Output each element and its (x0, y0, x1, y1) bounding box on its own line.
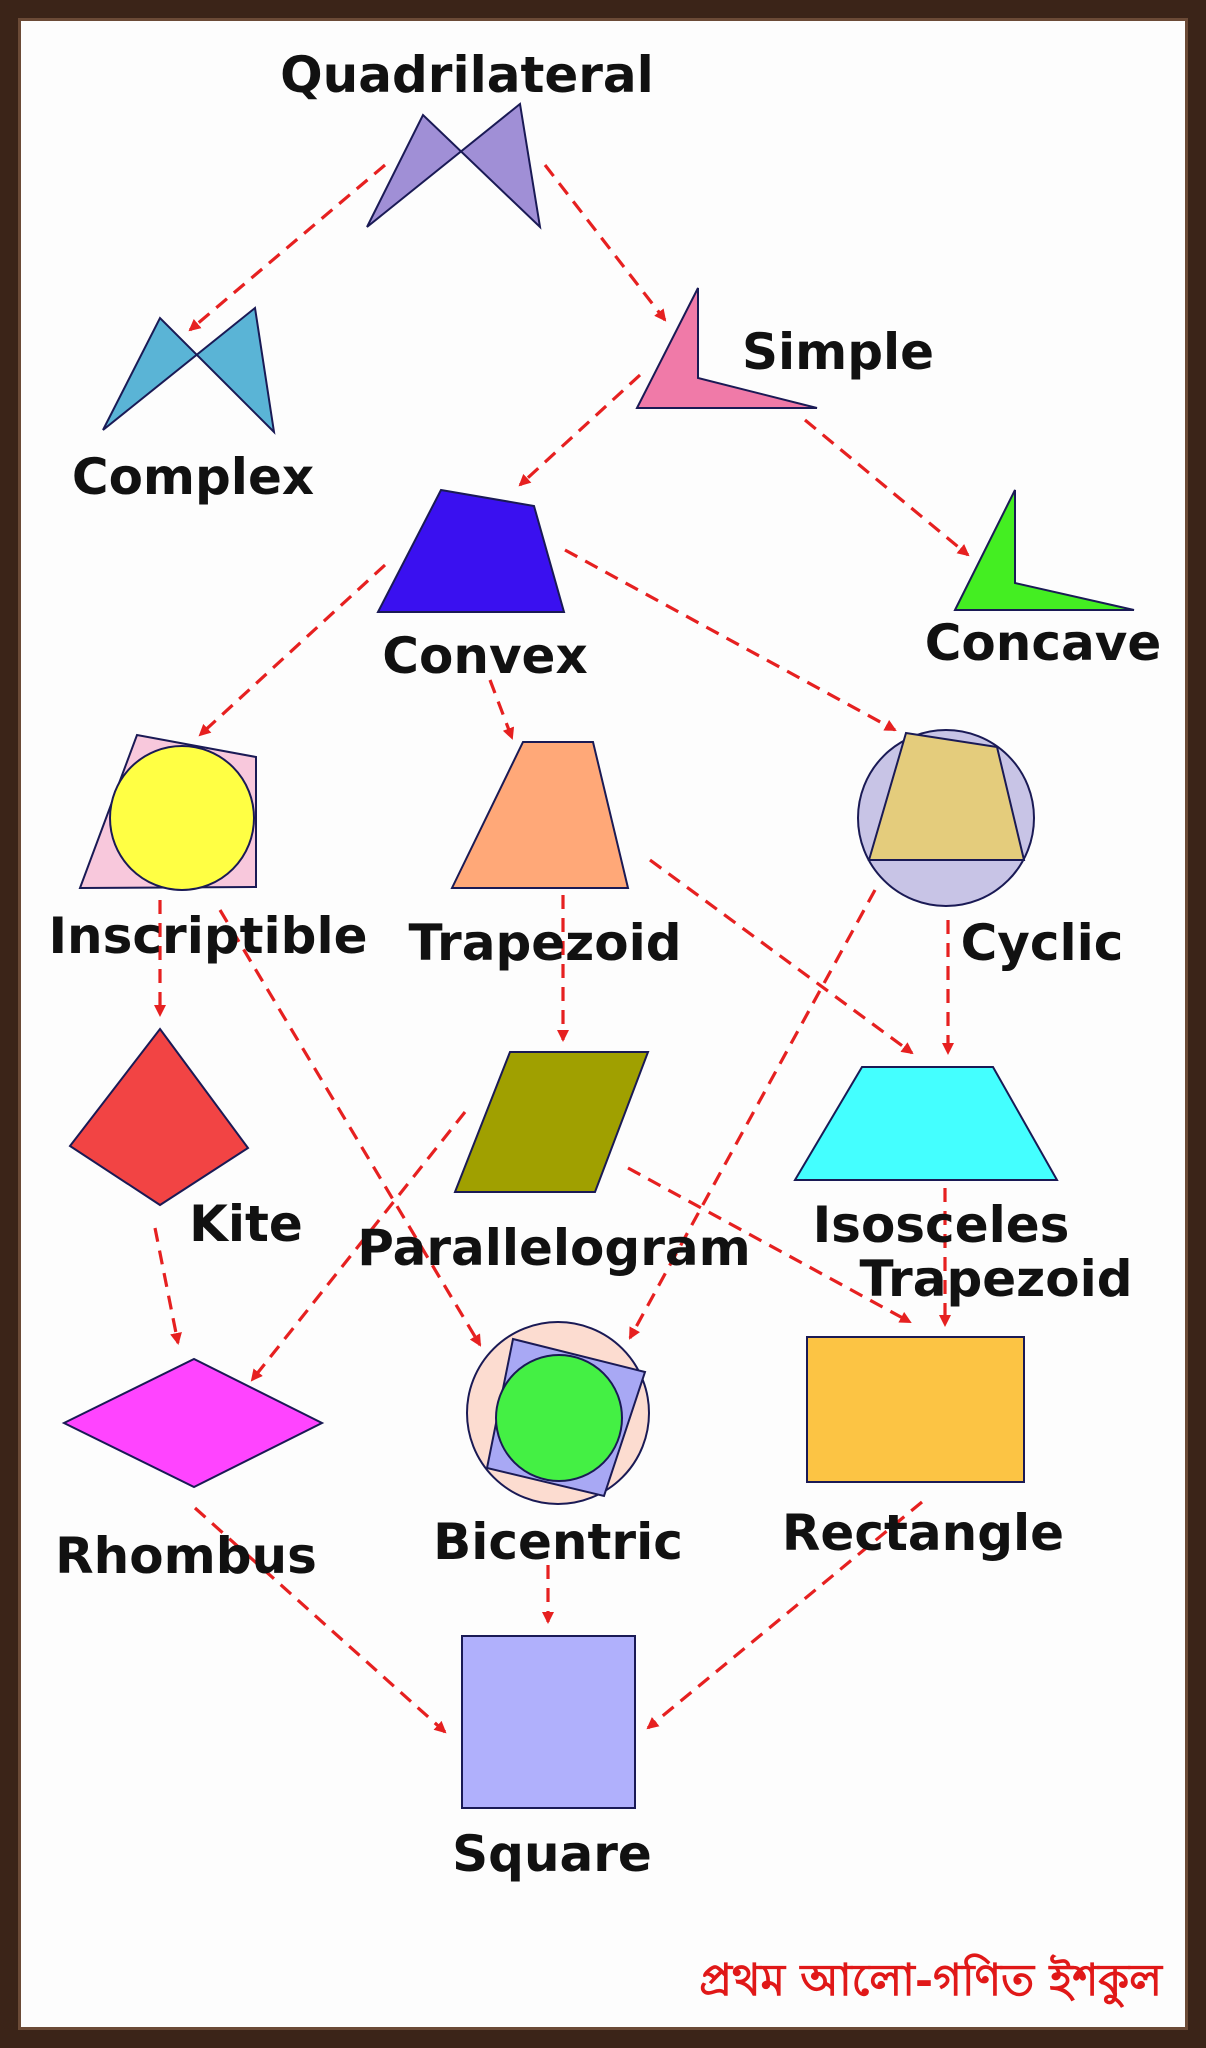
arrow-convex-to-inscriptible (198, 563, 387, 737)
complex-shape (102, 306, 276, 435)
hierarchy-arrows (153, 163, 970, 1734)
rectangle-shape (806, 1336, 1025, 1483)
arrow-quadrilateral-to-complex (188, 163, 387, 332)
arrow-inscriptible-to-bicentric (218, 909, 482, 1347)
quadrilateral-shape (366, 102, 542, 230)
label-complex: Complex (72, 448, 314, 506)
label-inscriptible: Inscriptible (48, 907, 367, 965)
label-kite: Kite (189, 1195, 303, 1253)
arrow-parallelogram-to-rhombus (250, 1111, 467, 1382)
label-concave: Concave (925, 614, 1162, 672)
arrow-convex-to-trapezoid (488, 679, 515, 740)
cyclic-shape (857, 729, 1035, 907)
arrow-cyclic-to-bicentric (628, 889, 877, 1340)
isosceles-trapezoid-shape (793, 1066, 1059, 1181)
label-bicentric: Bicentric (433, 1513, 683, 1571)
arrow-simple-to-convex (518, 373, 642, 487)
label-square: Square (452, 1825, 652, 1883)
label-quadrilateral: Quadrilateral (280, 46, 654, 104)
label-simple: Simple (742, 323, 934, 381)
trapezoid-shape (450, 741, 630, 889)
label-isosceles-line1: Isosceles (813, 1196, 1070, 1254)
arrow-trapezoid-to-isosceles (649, 858, 914, 1055)
rhombus-shape (61, 1357, 325, 1489)
arrow-kite-to-rhombus (153, 1227, 182, 1345)
label-rectangle: Rectangle (782, 1504, 1064, 1562)
arrow-parallelogram-to-rectangle (627, 1166, 912, 1324)
bicentric-shape (466, 1321, 650, 1505)
arrow-convex-to-cyclic (564, 548, 897, 732)
label-parallelogram: Parallelogram (357, 1219, 750, 1277)
node-labels: Quadrilateral Complex Simple Convex Conc… (48, 46, 1161, 1883)
simple-shape (635, 287, 818, 409)
label-trapezoid: Trapezoid (408, 914, 681, 972)
label-cyclic: Cyclic (961, 914, 1124, 972)
arrow-rectangle-to-square (646, 1500, 924, 1730)
arrow-simple-to-concave (803, 418, 970, 557)
convex-shape (376, 488, 566, 613)
arrow-rhombus-to-square (193, 1506, 447, 1734)
label-convex: Convex (382, 627, 587, 685)
parallelogram-shape (453, 1051, 650, 1193)
arrow-quadrilateral-to-simple (543, 164, 667, 322)
label-rhombus: Rhombus (55, 1527, 317, 1585)
concave-shape (953, 489, 1135, 611)
square-shape (461, 1635, 636, 1809)
footer-credit: প্রথম আলো-গণিত ইশকুল (699, 1953, 1164, 2008)
kite-shape (68, 1027, 250, 1207)
inscriptible-shape (78, 733, 257, 891)
label-isosceles-line2: Trapezoid (859, 1250, 1132, 1308)
